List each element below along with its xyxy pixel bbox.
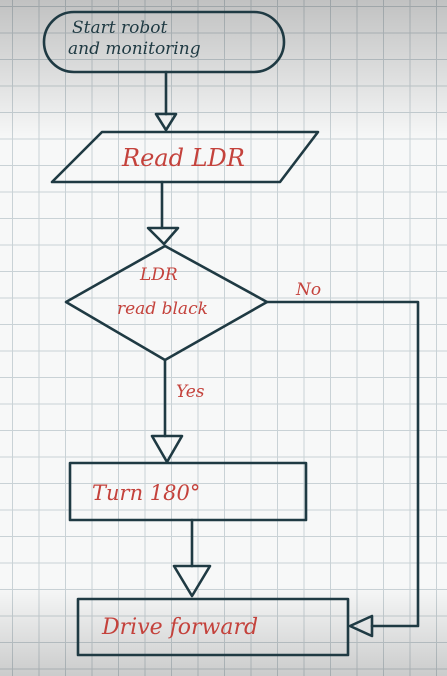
start-node: Start robot and monitoring — [42, 10, 286, 74]
connector-start-to-read — [154, 70, 178, 132]
process-box-shape — [68, 461, 308, 522]
drive-node: Drive forward — [76, 597, 350, 657]
arrowhead-icon — [146, 226, 180, 246]
turn-label: Turn 180° — [92, 481, 200, 505]
no-branch-label: No — [295, 280, 321, 300]
decision-node: LDR read black — [64, 244, 269, 362]
connector-line — [265, 300, 420, 628]
read-ldr-node: Read LDR — [50, 130, 320, 184]
connector-yes-branch: Yes — [150, 358, 205, 464]
connector-read-to-decision — [146, 180, 180, 246]
arrowhead-icon — [150, 434, 184, 464]
arrowhead-icon — [154, 112, 178, 132]
read-ldr-label: Read LDR — [121, 144, 245, 172]
decision-label-line2: read black — [117, 299, 208, 319]
turn-node: Turn 180° — [68, 461, 308, 522]
start-label-line2: and monitoring — [68, 39, 201, 59]
process-box-shape — [76, 597, 350, 657]
arrowhead-icon — [348, 614, 374, 638]
yes-branch-label: Yes — [176, 382, 205, 402]
connector-no-branch: No — [265, 280, 420, 638]
start-label-line1: Start robot — [72, 18, 167, 38]
input-parallelogram-shape — [50, 130, 320, 184]
start-terminator-shape — [42, 10, 286, 74]
connector-turn-to-drive — [172, 518, 212, 598]
decision-label-line1: LDR — [139, 265, 178, 285]
arrowhead-icon — [172, 564, 212, 598]
drive-label: Drive forward — [101, 615, 258, 640]
